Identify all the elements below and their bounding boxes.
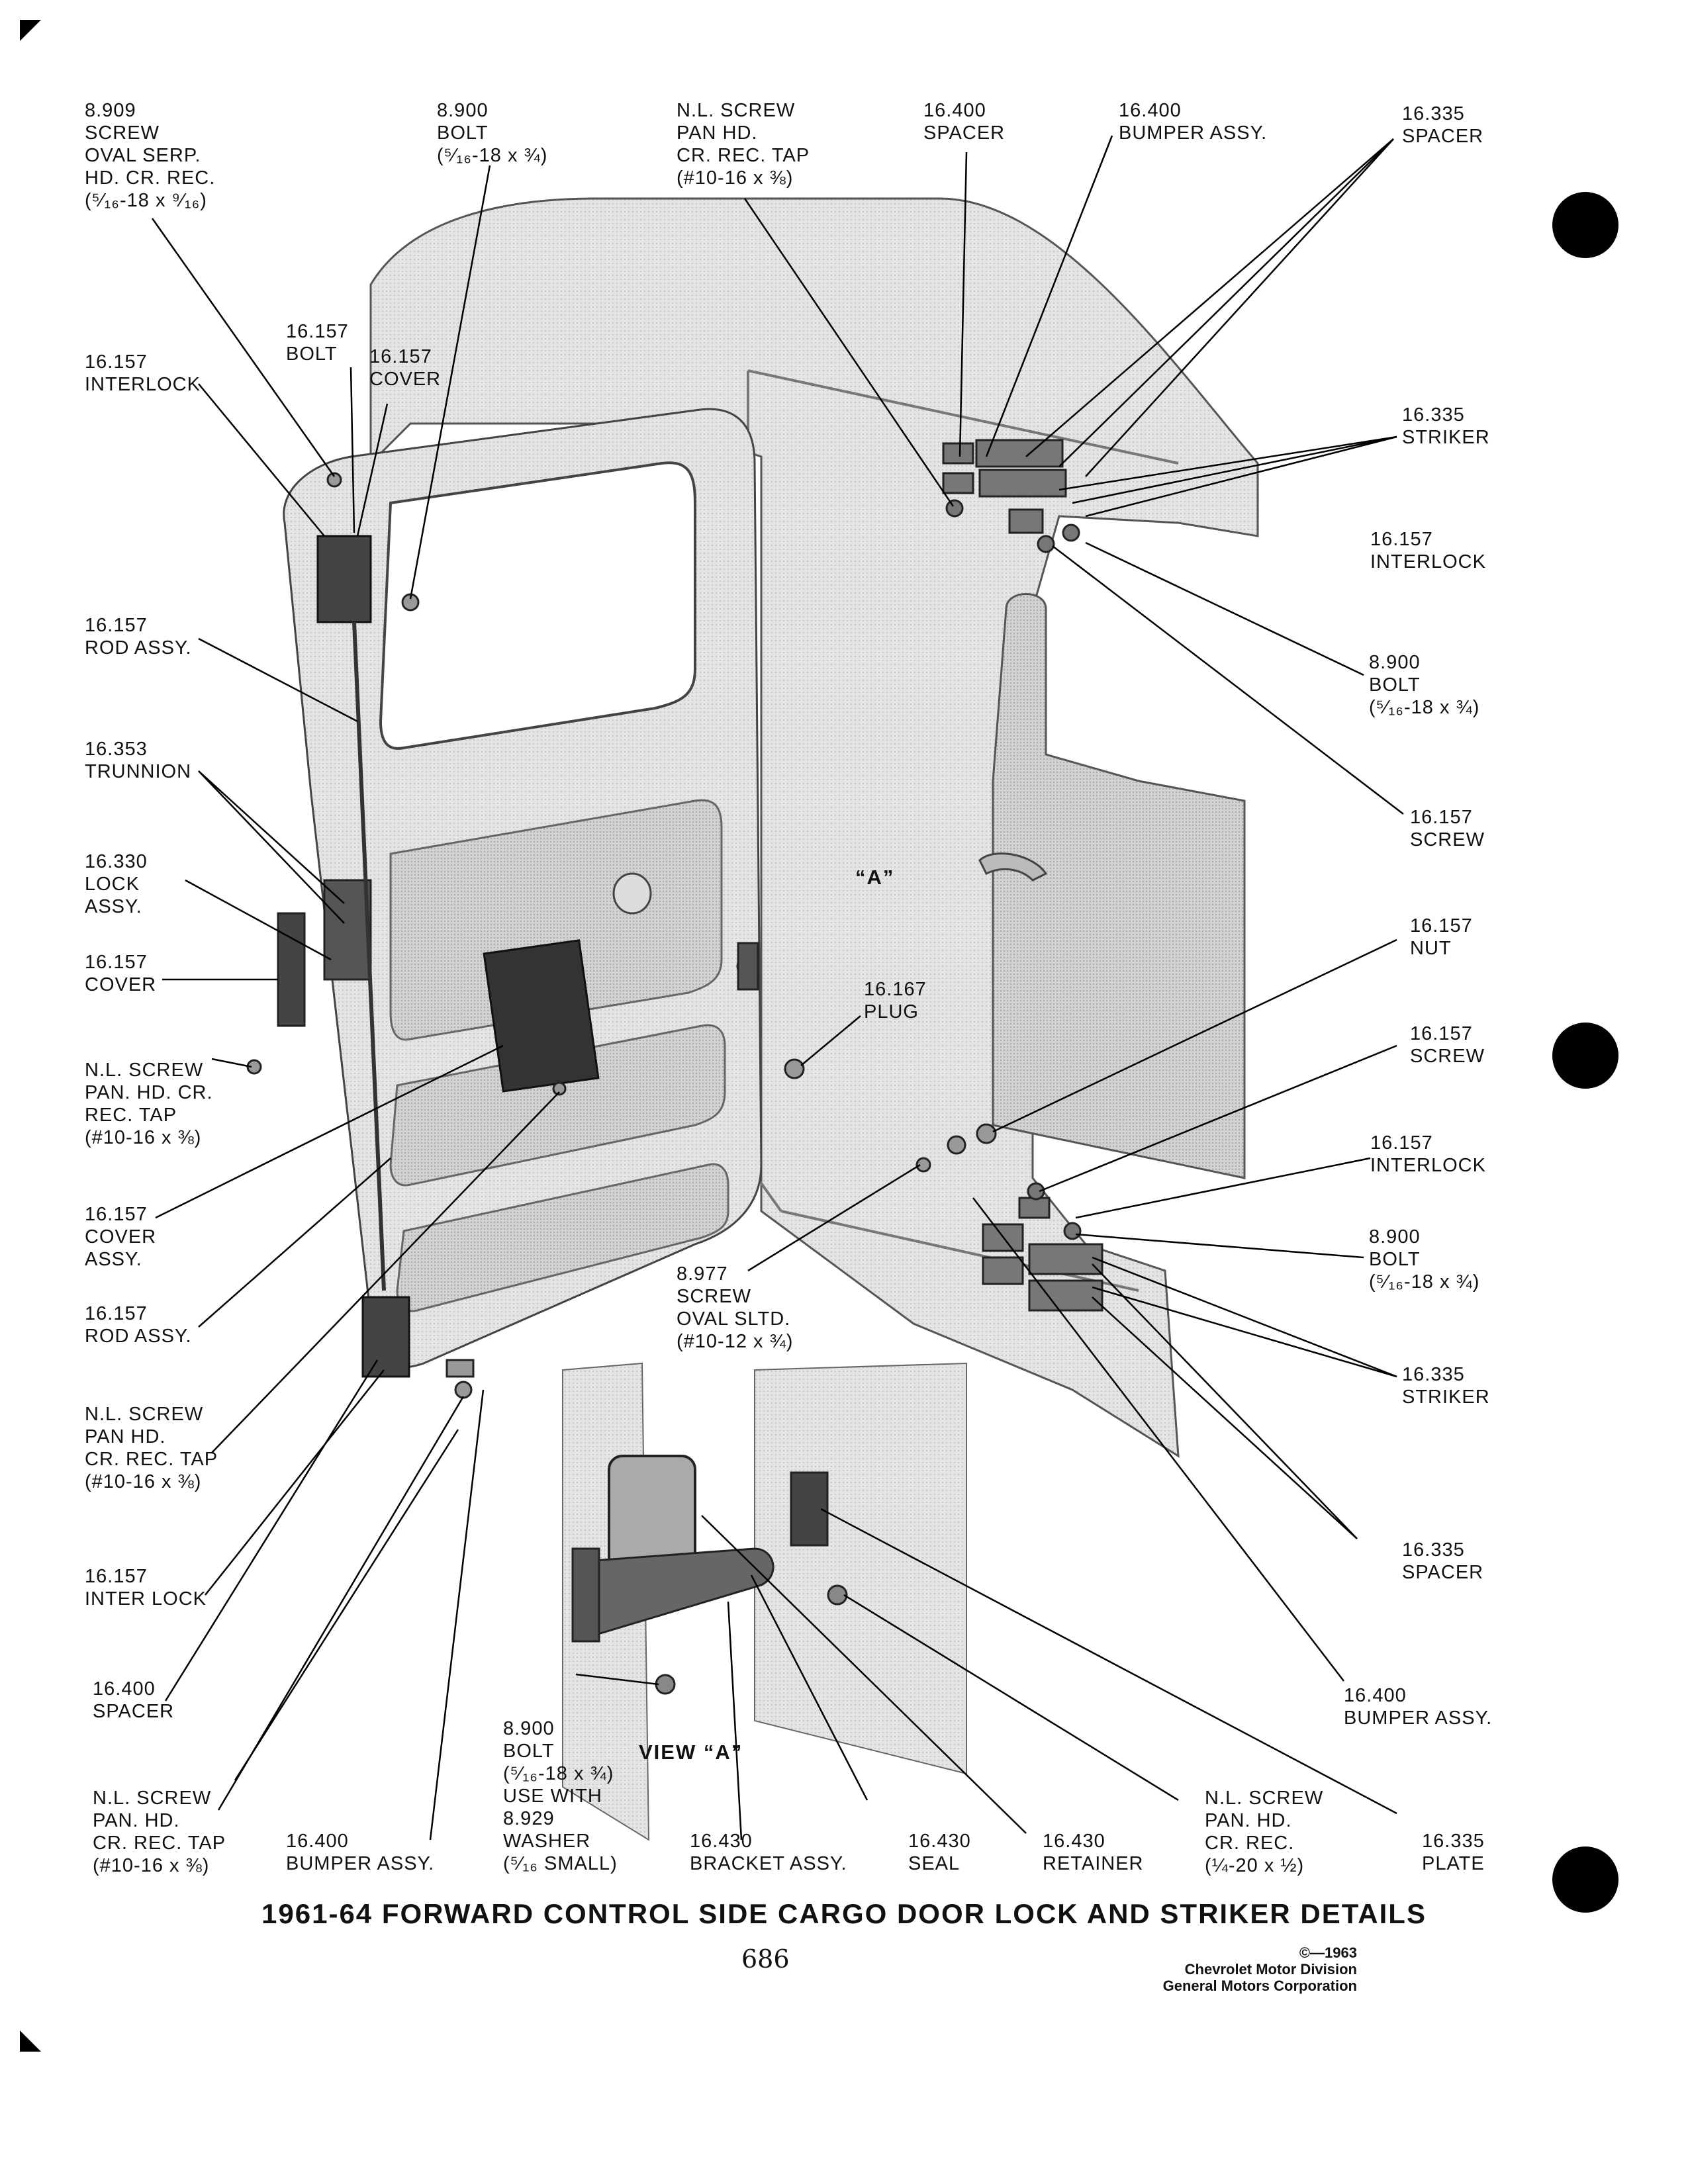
door-panel-upper bbox=[389, 799, 723, 1041]
binder-hole-middle bbox=[1552, 1023, 1618, 1089]
lower-striker-cluster bbox=[982, 1182, 1103, 1312]
upper-interlock bbox=[316, 535, 372, 623]
cover-plate bbox=[483, 939, 600, 1093]
access-hole bbox=[612, 872, 652, 915]
door-panel-middle bbox=[389, 1024, 726, 1187]
leader-lines bbox=[151, 135, 1404, 1841]
view-a-screw bbox=[827, 1584, 848, 1606]
detail-a-label: “A” bbox=[855, 866, 895, 889]
view-a-label: VIEW “A” bbox=[639, 1741, 743, 1764]
view-a-hinge bbox=[571, 1547, 600, 1643]
interlock-rod bbox=[352, 621, 386, 1291]
binder-hole-bottom bbox=[1552, 1846, 1618, 1913]
corner-mark-bottom bbox=[20, 2030, 41, 2052]
lower-interlock bbox=[361, 1296, 410, 1378]
door-window bbox=[379, 461, 696, 750]
rear-pillar bbox=[992, 593, 1246, 1179]
page-title: 1961-64 FORWARD CONTROL SIDE CARGO DOOR … bbox=[261, 1898, 1427, 1929]
view-a-inset-right bbox=[754, 1362, 967, 1775]
lock-cover bbox=[277, 912, 306, 1027]
corner-mark-top bbox=[20, 20, 41, 41]
lock-assembly bbox=[323, 879, 372, 981]
view-a-arm bbox=[575, 1547, 774, 1636]
view-a-bolt bbox=[655, 1674, 676, 1695]
door-handle bbox=[978, 852, 1048, 882]
binder-hole-top bbox=[1552, 192, 1618, 258]
page-number: 686 bbox=[741, 1944, 790, 1974]
upper-striker-cluster bbox=[942, 439, 1080, 553]
detail-a-marker bbox=[737, 942, 759, 991]
